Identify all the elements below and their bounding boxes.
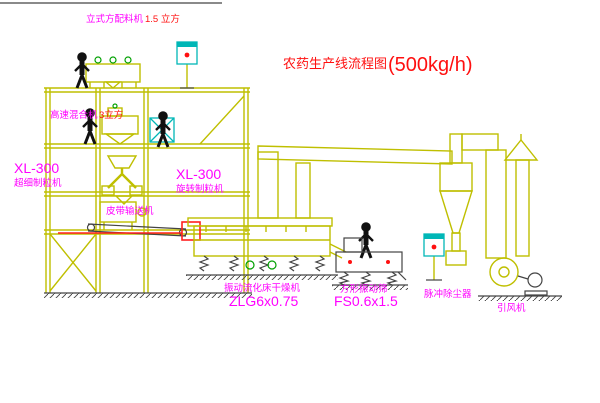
vibration-motor bbox=[267, 260, 277, 270]
label-granulator-center-model: XL-300 bbox=[176, 166, 221, 182]
panel-indicator-light bbox=[431, 244, 437, 250]
label-sieve: 方形振动筛 bbox=[340, 283, 388, 295]
label-mixer-size: 3立方 bbox=[99, 109, 123, 121]
fluid-bed-dryer bbox=[186, 151, 347, 280]
label-sieve-model: FS0.6x1.5 bbox=[334, 293, 398, 309]
page-title: 农药生产线流程图 bbox=[283, 56, 387, 71]
label-belt-conveyor: 皮带输送机 bbox=[106, 205, 154, 217]
granulator-section bbox=[99, 155, 147, 230]
label-fan: 引风机 bbox=[497, 302, 526, 314]
dryer-inlet-box bbox=[181, 221, 201, 241]
induced-draft-fan bbox=[478, 257, 562, 301]
label-granulator-center-name: 旋转制粒机 bbox=[176, 183, 224, 195]
exhaust-stack bbox=[503, 134, 539, 257]
label-batching: 立式方配料机 bbox=[86, 13, 144, 25]
batching-machine bbox=[85, 56, 141, 89]
building-frame bbox=[44, 87, 252, 298]
worker-sieve bbox=[359, 223, 373, 258]
main-duct bbox=[257, 145, 453, 165]
ground-hatch bbox=[44, 293, 252, 298]
control-panel-lower bbox=[423, 233, 445, 281]
labels: 农药生产线流程图 (500kg/h) 立式方配料机 1.5 立方 高速混合机 3… bbox=[14, 13, 526, 314]
label-batching-size: 1.5 立方 bbox=[145, 13, 180, 25]
label-mixer: 高速混合机 bbox=[50, 109, 98, 121]
page-title-capacity: (500kg/h) bbox=[388, 54, 473, 76]
panel-indicator-light bbox=[184, 52, 190, 58]
label-granulator-left-model: XL-300 bbox=[14, 160, 59, 176]
control-panel-upper bbox=[176, 41, 198, 89]
fan-motor bbox=[527, 272, 543, 288]
label-dust-collector: 脉冲除尘器 bbox=[424, 288, 472, 300]
cyclone-dust-collector bbox=[439, 133, 507, 266]
label-dryer: 振动流化床干燥机 bbox=[224, 282, 301, 294]
rain-cap bbox=[503, 138, 539, 161]
belt-conveyor bbox=[58, 221, 201, 241]
high-speed-mixer bbox=[101, 103, 139, 145]
label-dryer-model: ZLG6x0.75 bbox=[229, 293, 298, 309]
vibration-motor bbox=[245, 260, 255, 270]
square-vibrating-sieve bbox=[332, 237, 408, 290]
label-granulator-left-name: 超细制粒机 bbox=[14, 177, 62, 189]
worker-roof bbox=[75, 53, 89, 88]
